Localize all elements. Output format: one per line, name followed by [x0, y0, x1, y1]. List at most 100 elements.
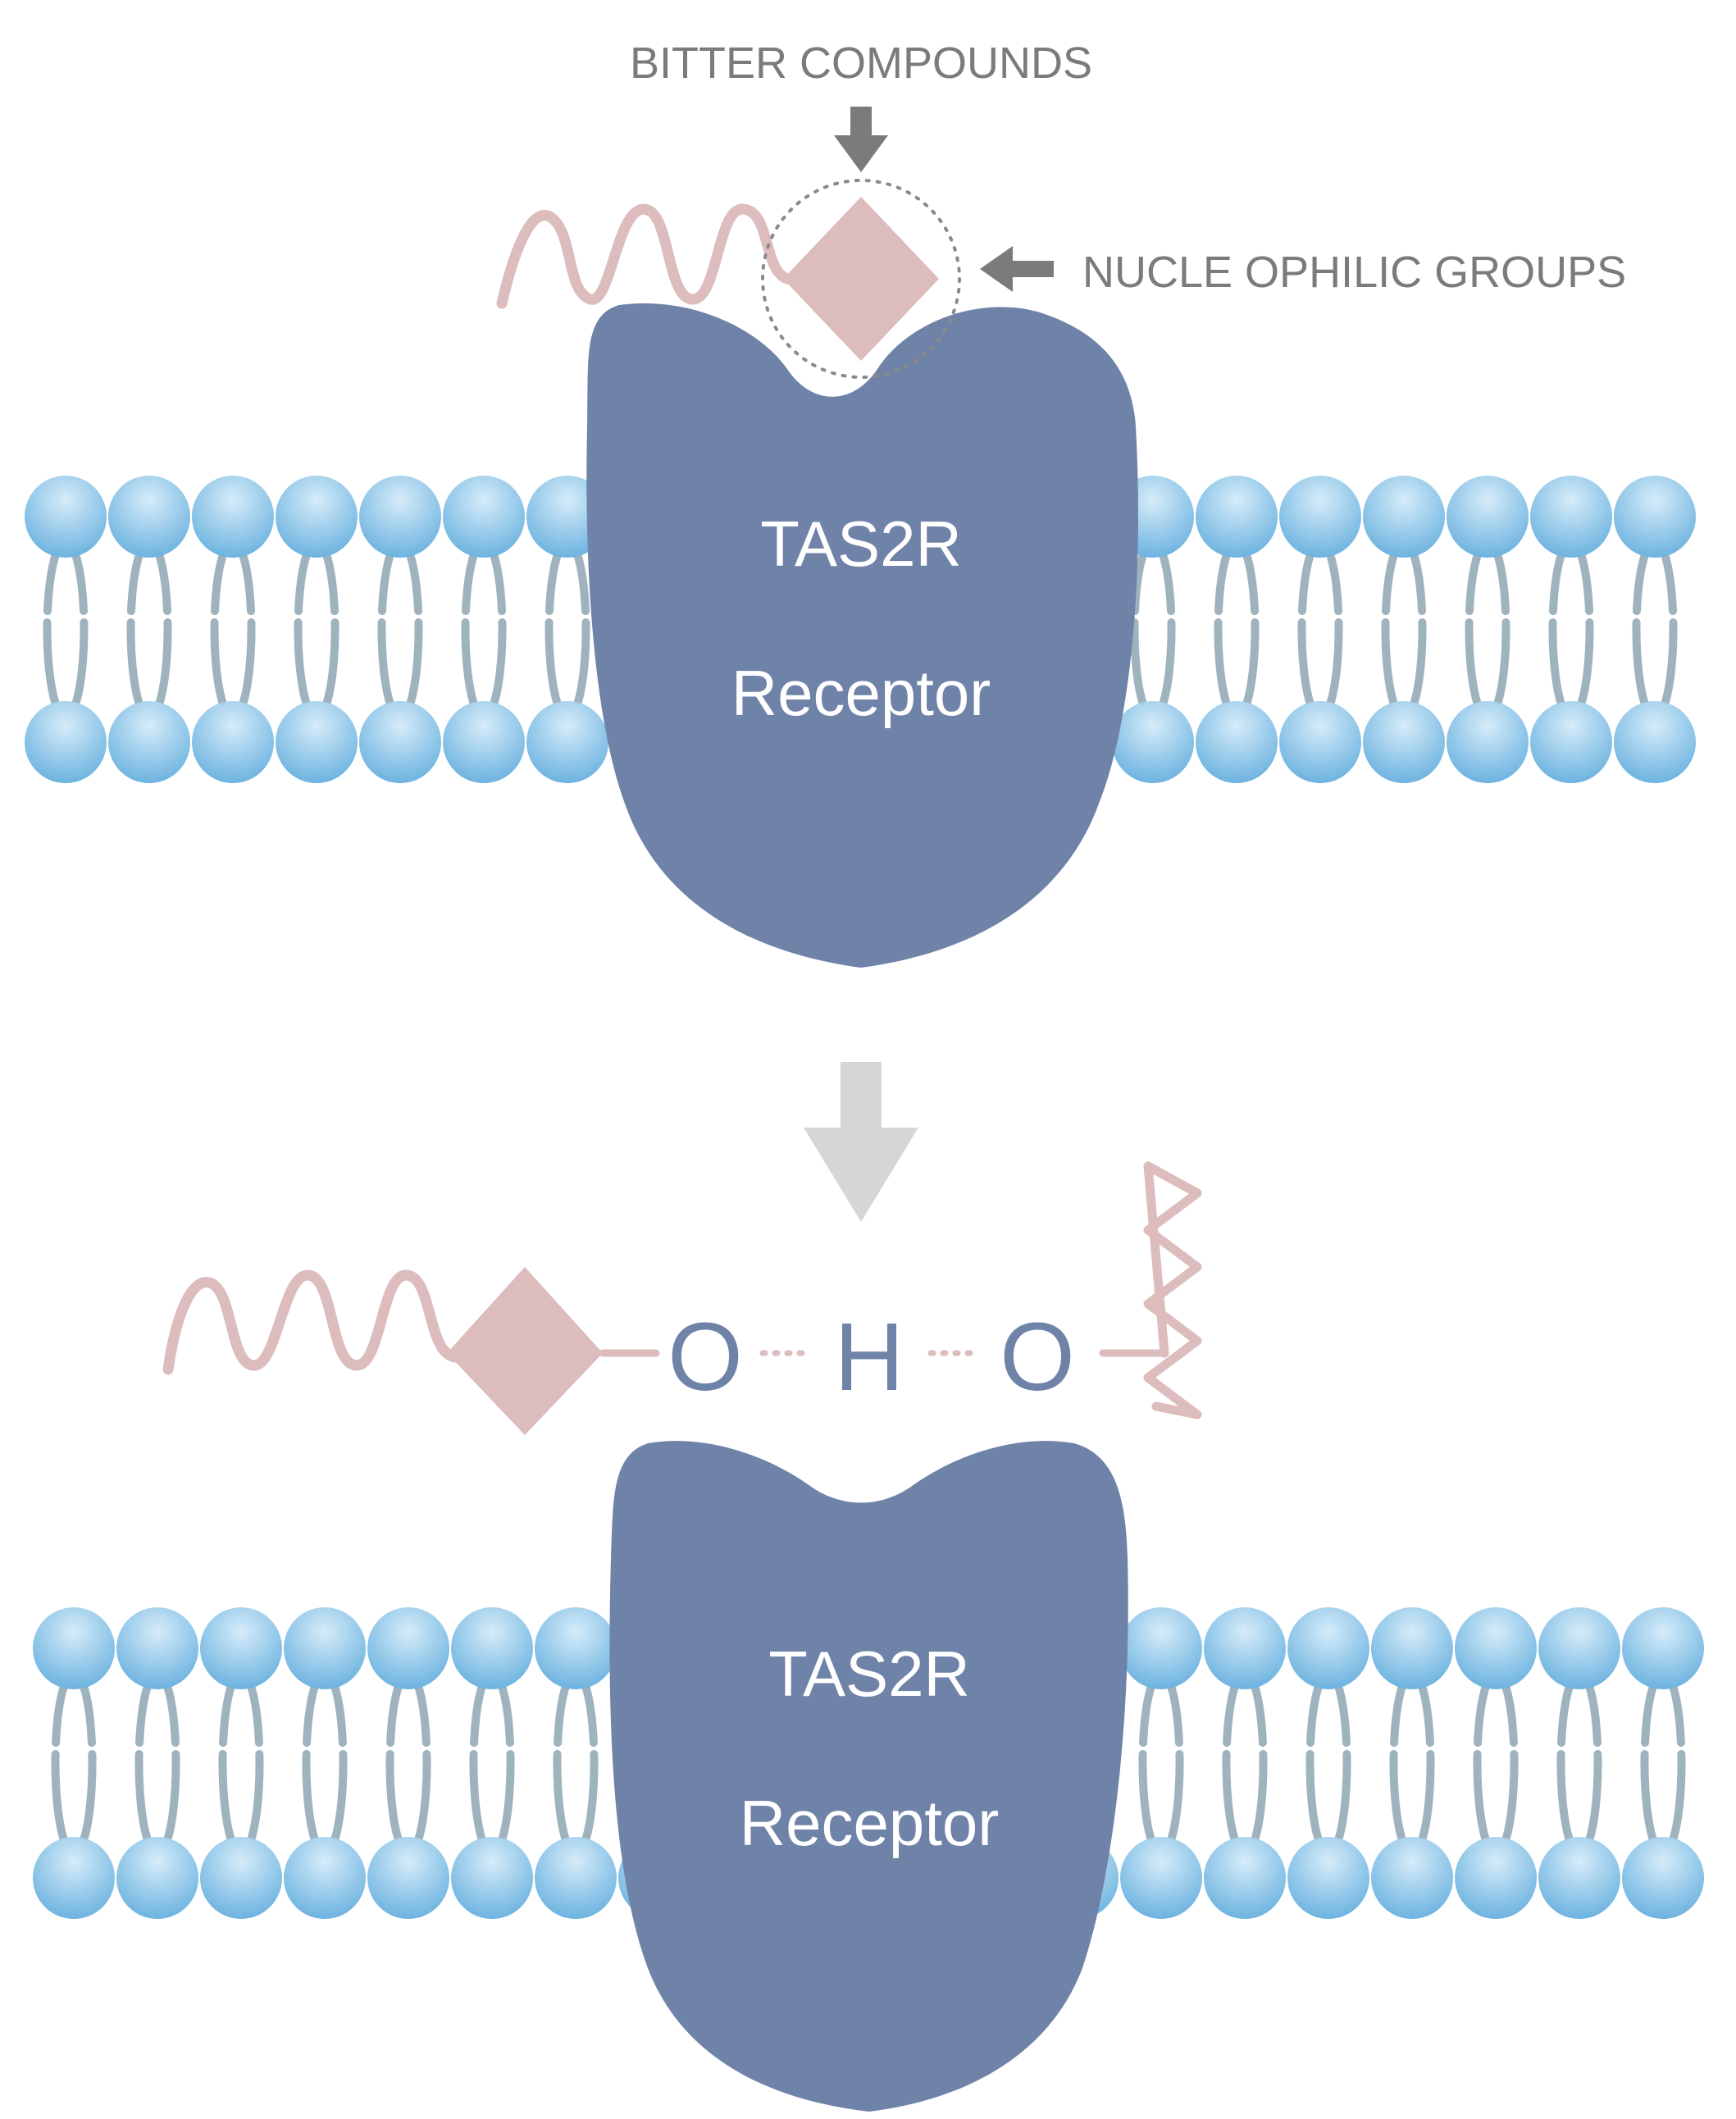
- binding-site-highlight: [761, 179, 961, 379]
- lipid-tail: [553, 1682, 570, 1844]
- lipid-head: [284, 1837, 366, 1919]
- phospholipid: [116, 1607, 198, 1919]
- lipid-tail: [544, 550, 562, 709]
- nucleophilic-groups-label: NUCLE OPHILIC GROUPS: [1082, 248, 1626, 297]
- phospholipid: [535, 1607, 617, 1919]
- lipid-tail: [385, 1682, 403, 1844]
- lipid-tail: [1381, 550, 1398, 709]
- lipid-head: [443, 476, 525, 558]
- top-ligand-diamond: [783, 197, 939, 361]
- lipid-head: [526, 701, 608, 783]
- lipid-head: [1287, 1837, 1369, 1919]
- lipid-tail: [406, 550, 423, 709]
- lipid-head: [443, 701, 525, 783]
- lipid-head: [1363, 476, 1445, 558]
- lipid-head: [1371, 1607, 1453, 1689]
- lipid-tail: [1501, 1682, 1519, 1844]
- lipid-tail: [1214, 550, 1231, 709]
- lipid-head: [367, 1837, 449, 1919]
- hydrogen-bond-hydrogen: H: [834, 1303, 904, 1411]
- lipid-head: [535, 1607, 617, 1689]
- lipid-head: [1196, 476, 1278, 558]
- phospholipid: [1538, 1607, 1620, 1919]
- lipid-tail: [330, 1682, 348, 1844]
- lipid-tail: [1632, 550, 1649, 709]
- lipid-tail: [1242, 550, 1260, 709]
- lipid-head: [200, 1607, 282, 1689]
- lipid-tail: [377, 550, 394, 709]
- lipid-tail: [1577, 550, 1594, 709]
- lipid-head: [33, 1607, 115, 1689]
- phospholipid: [284, 1607, 366, 1919]
- lipid-tail: [581, 1682, 599, 1844]
- lipid-tail: [1669, 1682, 1686, 1844]
- lipid-head: [1204, 1837, 1286, 1919]
- lipid-tail: [1167, 1682, 1184, 1844]
- lipid-tail: [1640, 1682, 1657, 1844]
- lipid-head: [1279, 476, 1361, 558]
- lipid-head: [25, 701, 107, 783]
- phospholipid: [25, 476, 107, 783]
- lipid-head: [359, 701, 441, 783]
- lipid-head: [1196, 701, 1278, 783]
- lipid-tail: [1326, 550, 1343, 709]
- lipid-tail: [1138, 1682, 1155, 1844]
- lipid-tail: [1130, 550, 1147, 709]
- lipid-tail: [469, 1682, 486, 1844]
- lipid-head: [1204, 1607, 1286, 1689]
- lipid-head: [1455, 1607, 1537, 1689]
- phospholipid: [192, 476, 274, 783]
- lipid-tail: [43, 550, 60, 709]
- lipid-head: [1120, 1837, 1202, 1919]
- lipid-tail: [218, 1682, 235, 1844]
- phospholipid: [1447, 476, 1529, 783]
- lipid-tail: [71, 550, 89, 709]
- lipid-head: [1371, 1837, 1453, 1919]
- lipid-tail: [80, 1682, 97, 1844]
- lipid-tail: [239, 550, 256, 709]
- lipid-head: [1530, 701, 1612, 783]
- lipid-head: [276, 476, 358, 558]
- phospholipid: [1455, 1607, 1537, 1919]
- phospholipid: [276, 476, 358, 783]
- lipid-tail: [414, 1682, 431, 1844]
- lipid-head: [1614, 701, 1696, 783]
- lipid-tail: [1418, 1682, 1435, 1844]
- lipid-head: [116, 1837, 198, 1919]
- lipid-head: [535, 1837, 617, 1919]
- lipid-head: [33, 1837, 115, 1919]
- bottom-receptor-name: TAS2R: [768, 1638, 970, 1710]
- phospholipid: [367, 1607, 449, 1919]
- lipid-head: [1120, 1607, 1202, 1689]
- phospholipid: [1363, 476, 1445, 783]
- bitter-compounds-arrow-icon: [834, 107, 888, 172]
- lipid-tail: [1305, 1682, 1323, 1844]
- phospholipid: [1279, 476, 1361, 783]
- lipid-tail: [1585, 1682, 1602, 1844]
- lipid-head: [192, 701, 274, 783]
- lipid-tail: [1465, 550, 1482, 709]
- lipid-head: [1622, 1837, 1704, 1919]
- lipid-head: [451, 1607, 533, 1689]
- bottom-ligand-diamond: [447, 1267, 603, 1435]
- lipid-tail: [322, 550, 339, 709]
- receptor-side-chain: [1143, 1161, 1202, 1420]
- lipid-tail: [1556, 1682, 1574, 1844]
- lipid-head: [1455, 1837, 1537, 1919]
- phospholipid: [1196, 476, 1278, 783]
- lipid-head: [1538, 1837, 1620, 1919]
- phospholipid: [1204, 1607, 1286, 1919]
- lipid-head: [108, 701, 190, 783]
- lipid-tail: [573, 550, 590, 709]
- top-receptor-label: Receptor: [731, 657, 991, 729]
- phospholipid: [200, 1607, 282, 1919]
- top-receptor: [586, 303, 1138, 968]
- lipid-tail: [247, 1682, 264, 1844]
- hydrogen-bond-oxygen-right: O: [1000, 1303, 1075, 1411]
- lipid-head: [1538, 1607, 1620, 1689]
- lipid-head: [276, 701, 358, 783]
- phospholipid: [1614, 476, 1696, 783]
- phospholipid: [1622, 1607, 1704, 1919]
- lipid-tail: [134, 1682, 152, 1844]
- lipid-head: [1614, 476, 1696, 558]
